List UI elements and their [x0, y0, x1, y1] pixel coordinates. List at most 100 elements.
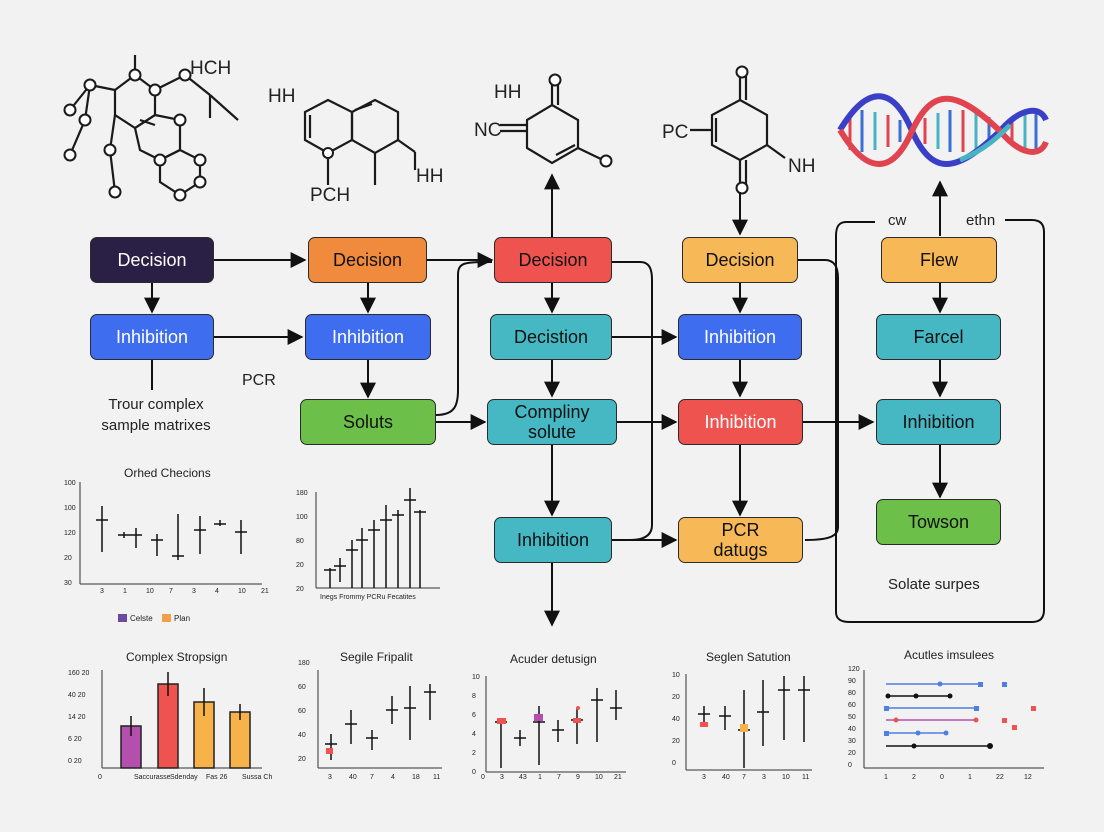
chart-grid — [315, 488, 440, 589]
impl-ytick-1: 90 — [848, 678, 856, 685]
bar-ytick-0: 160 20 — [68, 670, 90, 677]
impl-ytick-6: 30 — [848, 738, 856, 745]
complying-solute-box: Compliny solute — [487, 399, 617, 445]
molecule-2 — [303, 98, 417, 185]
satu-xtick-4: 10 — [782, 774, 790, 781]
impl-xtick-5: 12 — [1024, 774, 1032, 781]
molecule-4-right-label: NH — [788, 156, 816, 177]
molecule-3-left-label: NC — [474, 120, 502, 141]
chart-seg — [317, 670, 442, 769]
molecule-1-atoms — [63, 68, 207, 202]
acu-xtick-1: 3 — [500, 774, 504, 781]
molecule-2-top-label: HH — [268, 86, 296, 107]
grid-ytick-0: 180 — [296, 490, 308, 497]
grid-ytick-2: 80 — [296, 538, 304, 545]
decision-box-4: Decision — [682, 237, 798, 283]
acu-ytick-0: 10 — [472, 674, 480, 681]
chart-acu-title: Acuder detusign — [510, 652, 597, 666]
seg-xtick-0: 3 — [328, 774, 332, 781]
impl-xtick-3: 1 — [968, 774, 972, 781]
bar-ytick-4: 0 20 — [68, 758, 82, 765]
bar-xtick-1: Saccurasse — [134, 774, 171, 781]
impl-ytick-7: 20 — [848, 750, 856, 757]
bar-ytick-3: 6 20 — [68, 736, 82, 743]
acu-xtick-3: 1 — [538, 774, 542, 781]
acu-ytick-1: 8 — [472, 693, 476, 700]
legend-label-celste: Celste — [130, 614, 153, 623]
seg-ytick-1: 60 — [298, 684, 306, 691]
seg-xtick-1: 40 — [349, 774, 357, 781]
inhibition-box-5: Inhibition — [678, 399, 803, 445]
solate-note: Solate surpes — [888, 576, 980, 593]
ethn-label: ethn — [966, 212, 996, 229]
chart-grid-xlabel: Inegs Frommy PCRu Fecatites — [320, 594, 416, 601]
decision-box-1: Decision — [90, 237, 214, 283]
satu-xtick-1: 40 — [722, 774, 730, 781]
chart-seg-title: Segile Fripalit — [340, 650, 413, 664]
impl-ytick-0: 120 — [848, 666, 860, 673]
seg-xtick-4: 18 — [412, 774, 420, 781]
satu-ytick-0: 10 — [672, 672, 680, 679]
acu-xtick-6: 10 — [595, 774, 603, 781]
sample-note: Trour complex sample matrixes — [101, 396, 211, 434]
molecule-1-label: HCH — [190, 58, 232, 79]
seg-ytick-2: 60 — [298, 708, 306, 715]
impl-ytick-5: 40 — [848, 726, 856, 733]
acu-xtick-7: 21 — [614, 774, 622, 781]
acu-ytick-3: 4 — [472, 731, 476, 738]
bar-xtick-4: Sussa Ch — [242, 774, 273, 781]
impl-ytick-4: 50 — [848, 714, 856, 721]
bar-xtick-3: Fas 26 — [206, 774, 228, 781]
orhed-xtick-7: 21 — [261, 588, 269, 595]
orhed-xtick-6: 10 — [238, 588, 246, 595]
decistion-box: Decistion — [490, 314, 612, 360]
chart-impl — [863, 670, 1044, 769]
chart-bar — [101, 670, 262, 769]
satu-xtick-5: 11 — [802, 774, 810, 781]
bar-ytick-2: 14 20 — [68, 714, 86, 721]
impl-xtick-1: 2 — [912, 774, 916, 781]
impl-xtick-0: 1 — [884, 774, 888, 781]
seg-xtick-3: 4 — [391, 774, 395, 781]
legend-swatch-plan — [162, 614, 171, 622]
chart-satu — [685, 674, 812, 771]
acu-xtick-5: 9 — [576, 774, 580, 781]
seg-xtick-5: 11 — [433, 774, 441, 781]
molecule-2-right-label: HH — [416, 166, 444, 187]
seg-highlight — [326, 748, 333, 754]
orhed-ytick-0: 100 — [64, 480, 76, 487]
inhibition-box-2: Inhibition — [305, 314, 431, 360]
grid-ytick-4: 20 — [296, 586, 304, 593]
acu-ytick-4: 2 — [472, 750, 476, 757]
farcel-box: Farcel — [876, 314, 1001, 360]
seg-ytick-0: 180 — [298, 660, 310, 667]
impl-ytick-3: 60 — [848, 702, 856, 709]
towson-box: Towson — [876, 499, 1001, 545]
molecule-3-atoms — [548, 73, 613, 168]
orhed-ytick-2: 120 — [64, 530, 76, 537]
inhibition-box-4: Inhibition — [678, 314, 802, 360]
orhed-xtick-0: 3 — [100, 588, 104, 595]
satu-ytick-1: 20 — [672, 694, 680, 701]
impl-xtick-4: 22 — [996, 774, 1004, 781]
orhed-ytick-4: 30 — [64, 580, 72, 587]
orhed-xtick-5: 4 — [215, 588, 219, 595]
inhibition-box-6: Inhibition — [876, 399, 1001, 445]
chart-orhed — [79, 482, 262, 622]
legend-label-plan: Plan — [174, 614, 191, 623]
satu-ytick-2: 40 — [672, 716, 680, 723]
bar-xtick-2: Sdenday — [170, 774, 198, 781]
decision-box-3: Decision — [494, 237, 612, 283]
dna-helix-icon — [837, 93, 1049, 167]
satu-xtick-2: 7 — [742, 774, 746, 781]
impl-xtick-2: 0 — [940, 774, 944, 781]
seg-ytick-3: 40 — [298, 732, 306, 739]
acu-ytick-2: 6 — [472, 712, 476, 719]
chart-acu — [485, 676, 626, 773]
acu-xtick-2: 43 — [519, 774, 527, 781]
chart-impl-title: Acutles imsulees — [904, 648, 995, 662]
orhed-xtick-1: 1 — [123, 588, 127, 595]
bar-4 — [229, 711, 251, 769]
impl-ytick-8: 0 — [848, 762, 852, 769]
connectors — [144, 173, 1045, 627]
